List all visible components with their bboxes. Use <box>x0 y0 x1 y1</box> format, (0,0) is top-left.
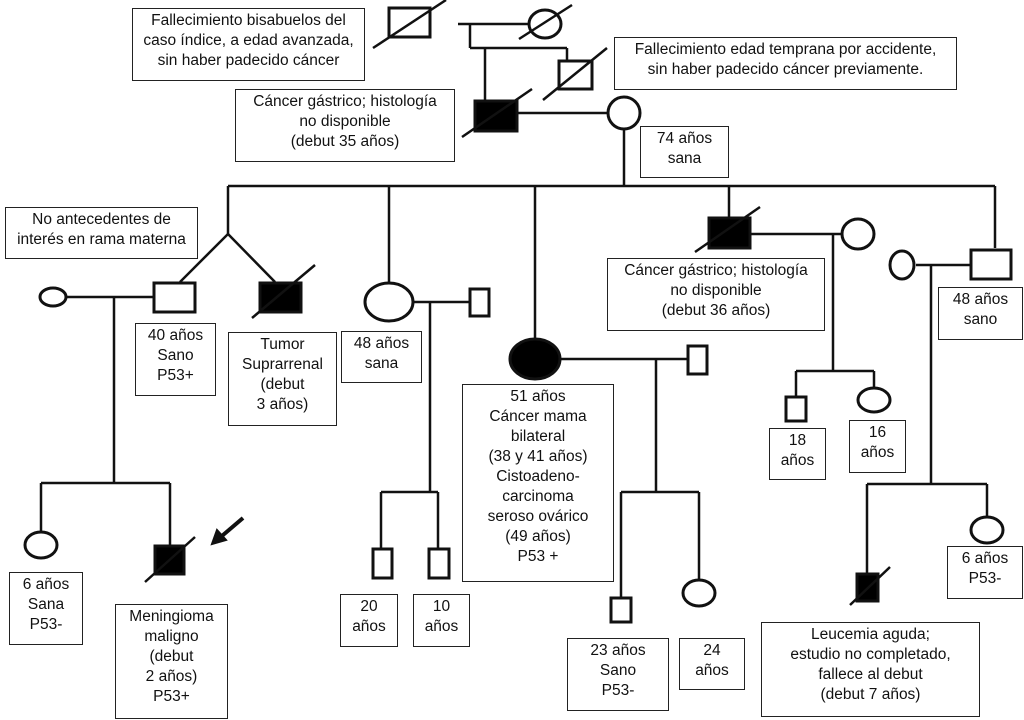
sister-symbol <box>23 530 59 560</box>
deceased-slash <box>144 536 196 583</box>
note-uncle-gastric: Cáncer gástrico; histología no disponibl… <box>607 258 825 331</box>
cousin-18-symbol <box>784 395 808 423</box>
deceased-slash <box>251 264 316 319</box>
deceased-slash <box>518 3 573 41</box>
note-great-grandparents: Fallecimiento bisabuelos del caso índice… <box>132 8 365 81</box>
note-proband: Meningioma maligno (debut 2 años) P53+ <box>115 604 228 719</box>
note-cousin-10: 10 años <box>413 594 470 647</box>
note-cousin-23: 23 años Sano P53- <box>567 638 669 711</box>
note-aunt-51: 51 años Cáncer mama bilateral (38 y 41 a… <box>462 384 614 582</box>
cousin-16-symbol <box>856 386 892 414</box>
cousin-6-symbol <box>969 515 1005 545</box>
deceased-slashes <box>144 0 891 606</box>
note-cousin-20: 20 años <box>340 594 398 647</box>
note-grandfather: Cáncer gástrico; histología no disponibl… <box>235 89 455 162</box>
note-cousin-24: 24 años <box>679 638 745 690</box>
grandmother-symbol <box>606 95 642 131</box>
father-symbol <box>152 281 197 314</box>
grandfather-symbol <box>473 99 519 133</box>
deceased-slash <box>461 87 533 139</box>
deceased-slash <box>372 0 447 50</box>
proband-arrow <box>210 516 245 546</box>
cousin-24-symbol <box>681 578 717 608</box>
aunt-48-symbol <box>363 281 415 323</box>
note-cousin-18: 18 años <box>769 428 826 480</box>
deceased-slash <box>694 205 761 254</box>
note-father: 40 años Sano P53+ <box>135 323 216 396</box>
uncle-gastric-wife-symbol <box>840 217 876 251</box>
note-aunt-48: 48 años sana <box>341 331 422 383</box>
individuals <box>23 6 1013 624</box>
note-cousin-leukemia: Leucemia aguda; estudio no completado, f… <box>761 622 980 717</box>
aunt-51-husband-symbol <box>686 344 709 376</box>
note-sister: 6 años Sana P53- <box>9 572 83 645</box>
note-great-uncle: Fallecimiento edad temprana por accident… <box>614 37 957 90</box>
uncle-gastric-symbol <box>707 216 752 250</box>
cousin-10-symbol <box>427 547 451 580</box>
aunt-48-husband-symbol <box>468 287 491 318</box>
mother-symbol <box>38 286 68 308</box>
uncle-48-wife-symbol <box>888 249 916 281</box>
deceased-slash <box>849 566 891 606</box>
uncle-48-symbol <box>969 248 1013 281</box>
deceased-slash <box>542 47 608 101</box>
cousin-20-symbol <box>371 547 394 580</box>
note-uncle-adrenal: Tumor Suprarrenal (debut 3 años) <box>228 332 337 426</box>
aunt-51-symbol <box>508 337 562 381</box>
uncle-adrenal-symbol <box>258 281 303 314</box>
note-maternal-branch: No antecedentes de interés en rama mater… <box>5 207 198 259</box>
note-cousin-16: 16 años <box>849 420 906 473</box>
note-grandmother: 74 años sana <box>640 126 729 178</box>
note-uncle-48: 48 años sano <box>938 287 1023 340</box>
note-cousin-6: 6 años P53- <box>947 546 1023 599</box>
cousin-23-symbol <box>609 596 633 624</box>
connector-lines <box>39 22 997 598</box>
